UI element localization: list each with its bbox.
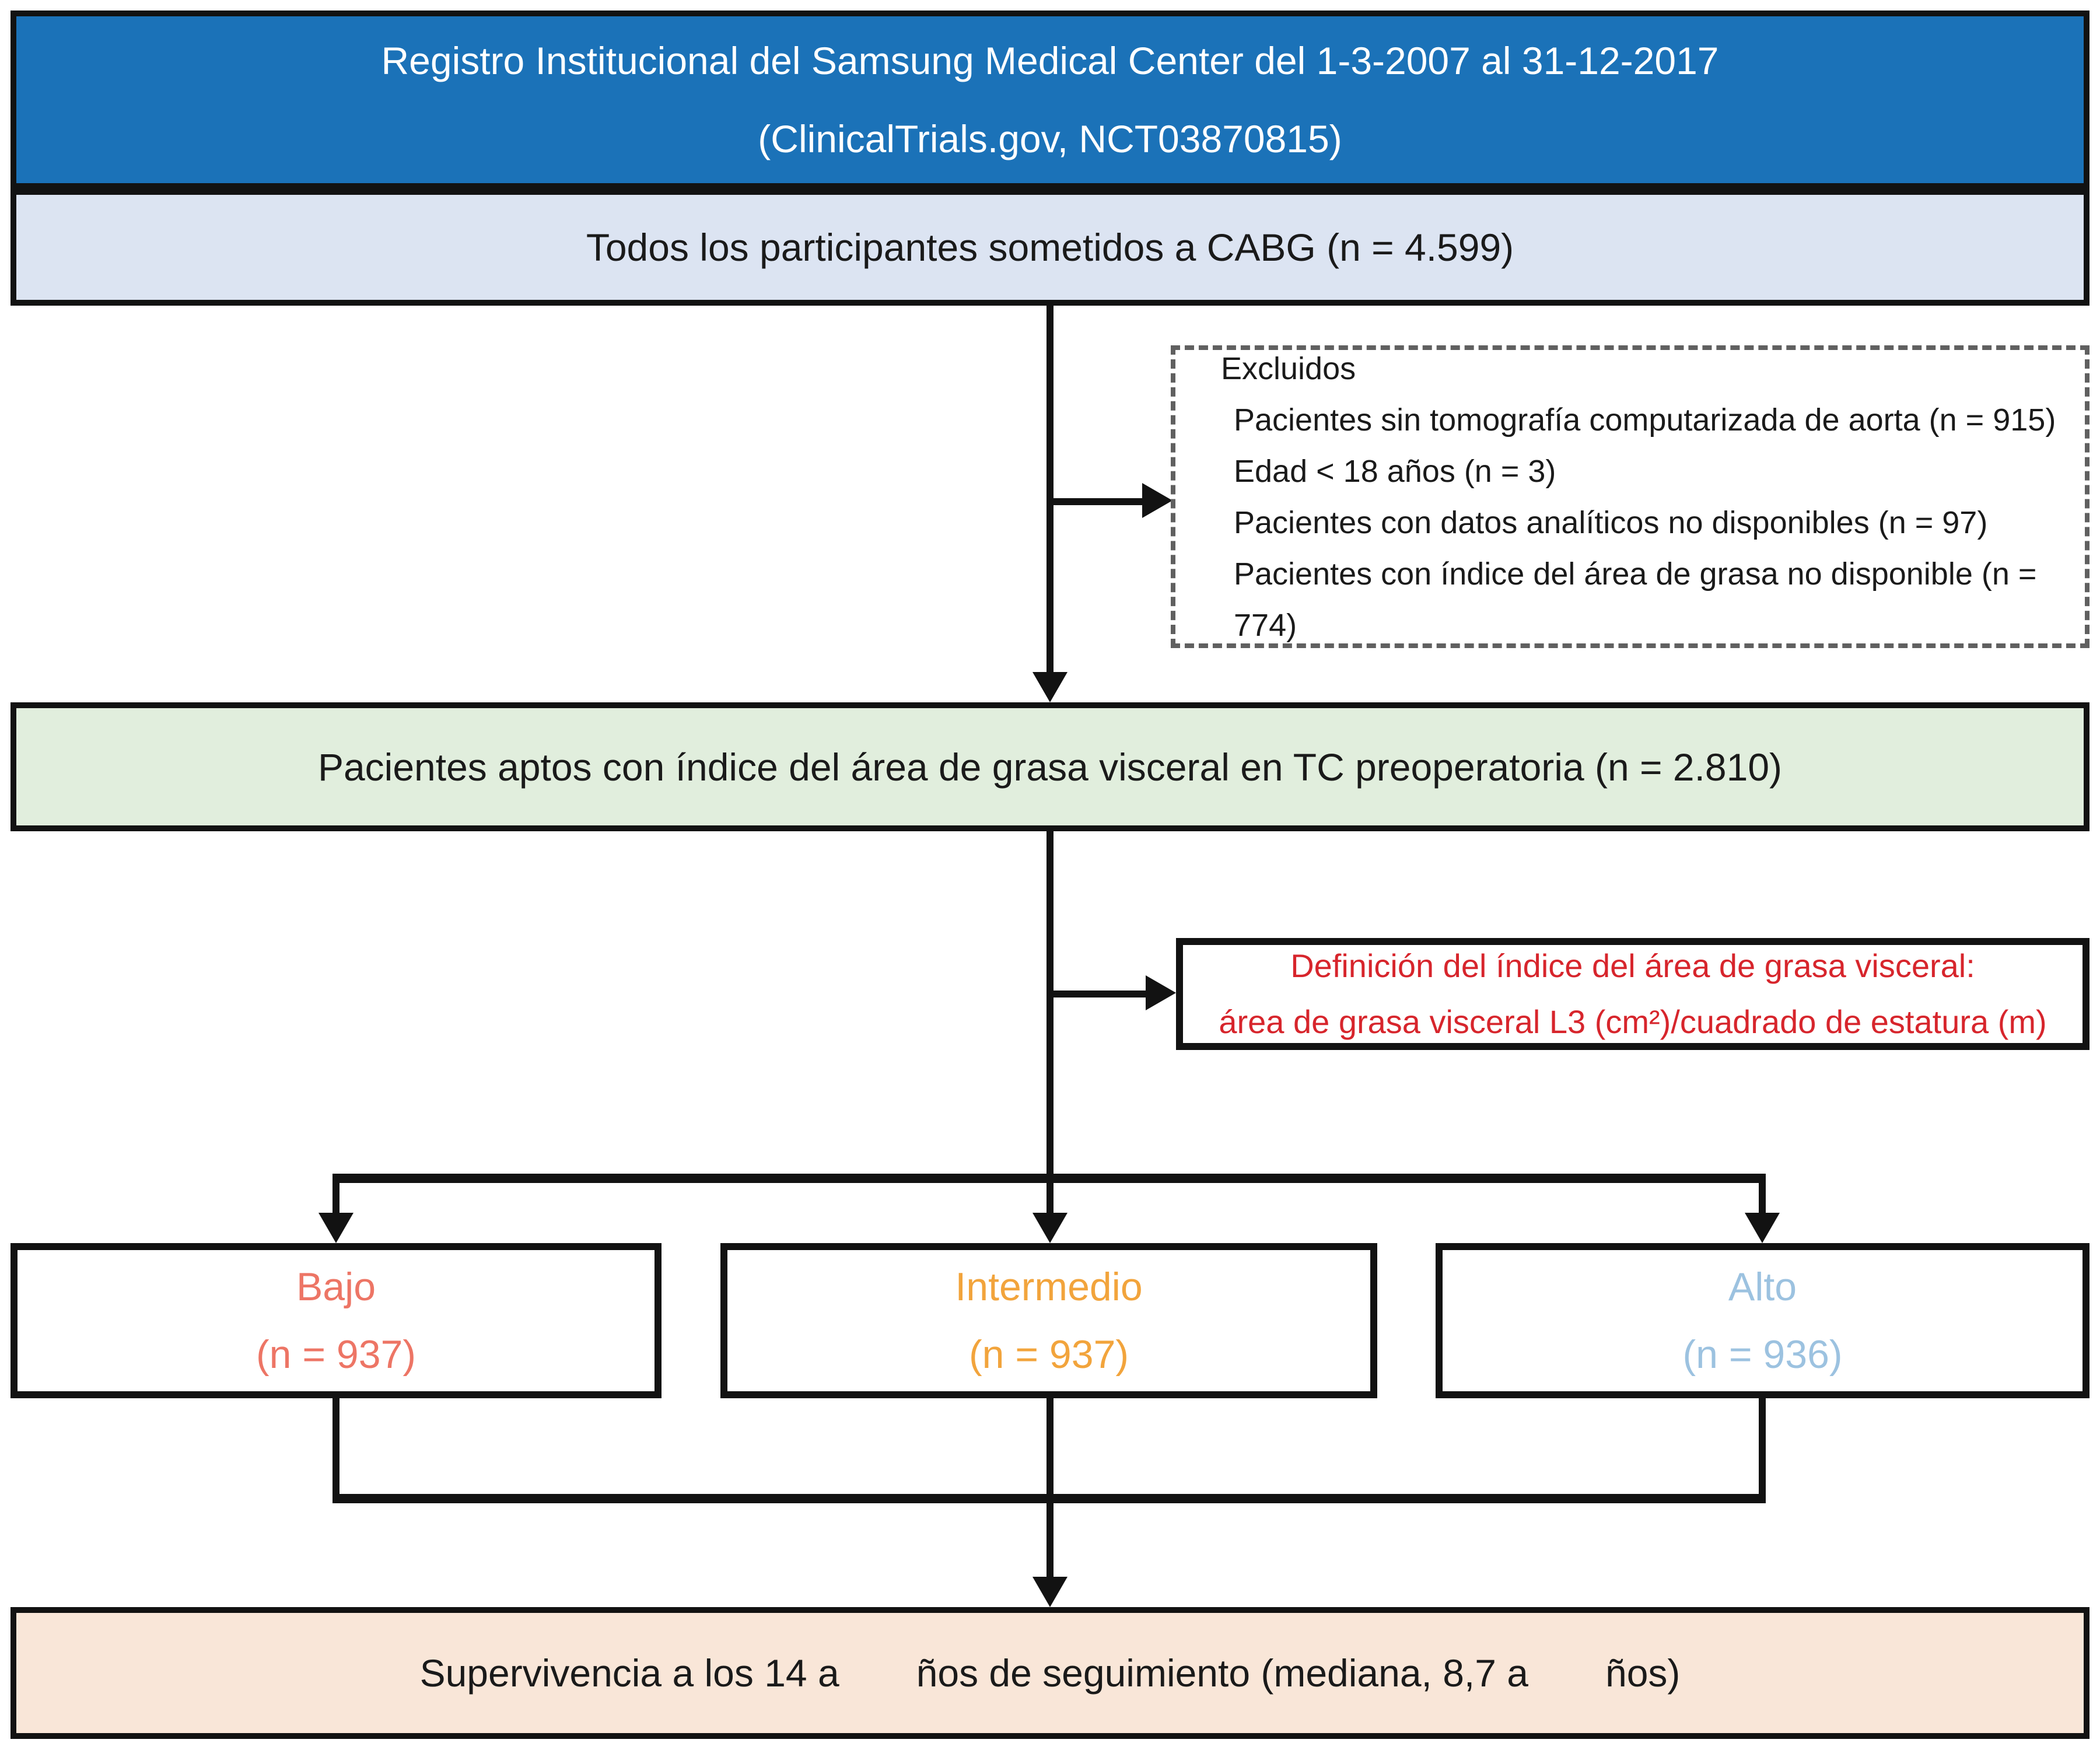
- arrowhead-bajo: [318, 1213, 354, 1243]
- definition-line1: Definición del índice del área de grasa …: [1290, 947, 1975, 984]
- definition-line2: área de grasa visceral L3 (cm²)/cuadrado…: [1219, 1003, 2047, 1040]
- all-participants-box: Todos los participantes sometidos a CABG…: [10, 189, 2090, 306]
- group-box-intermedio: Intermedio (n = 937): [720, 1243, 1377, 1398]
- group-bajo-n: (n = 937): [256, 1332, 416, 1377]
- registry-title-box: Registro Institucional del Samsung Medic…: [10, 10, 2090, 189]
- survival-text: Supervivencia a los 14 a ños de seguimie…: [419, 1651, 1681, 1695]
- flow-line-eligible-to-branch: [1046, 831, 1054, 1213]
- excluded-item: Pacientes con datos analíticos no dispon…: [1234, 505, 1988, 540]
- group-intermedio-n: (n = 937): [968, 1332, 1129, 1377]
- group-intermedio-label: Intermedio: [955, 1265, 1143, 1309]
- arrowhead-excluded: [1142, 483, 1172, 518]
- arrowhead-survival: [1032, 1577, 1068, 1607]
- flow-line-to-survival: [1046, 1398, 1054, 1577]
- excluded-item: Pacientes con índice del área de grasa n…: [1234, 556, 2037, 643]
- arrowhead-alto: [1745, 1213, 1780, 1243]
- excluded-title: Excluidos: [1221, 351, 1356, 386]
- all-participants-text: Todos los participantes sometidos a CABG…: [586, 226, 1514, 269]
- flow-line-to-excluded: [1054, 498, 1142, 505]
- merge-line-bajo: [332, 1398, 340, 1500]
- survival-box: Supervivencia a los 14 a ños de seguimie…: [10, 1607, 2090, 1739]
- definition-box: Definición del índice del área de grasa …: [1176, 938, 2090, 1050]
- eligible-patients-box: Pacientes aptos con índice del área de g…: [10, 702, 2090, 831]
- excluded-box: Excluidos Pacientes sin tomografía compu…: [1171, 345, 2090, 648]
- group-bajo-label: Bajo: [296, 1265, 376, 1309]
- arrowhead-intermedio: [1032, 1213, 1068, 1243]
- registry-title-line2: (ClinicalTrials.gov, NCT03870815): [758, 117, 1342, 160]
- eligible-patients-text: Pacientes aptos con índice del área de g…: [317, 745, 1783, 789]
- flow-line-to-bajo: [332, 1178, 340, 1214]
- group-box-bajo: Bajo (n = 937): [10, 1243, 662, 1398]
- flow-line-to-alto: [1759, 1178, 1766, 1214]
- group-alto-n: (n = 936): [1682, 1332, 1843, 1377]
- merge-line-alto: [1759, 1398, 1766, 1500]
- arrowhead-eligible: [1032, 672, 1068, 702]
- registry-title-line1: Registro Institucional del Samsung Medic…: [381, 39, 1719, 82]
- excluded-item: Pacientes sin tomografía computarizada d…: [1234, 402, 2056, 438]
- flow-line-to-definition: [1054, 991, 1146, 998]
- flow-line-cabg-to-eligible: [1046, 306, 1054, 674]
- arrowhead-definition: [1146, 975, 1176, 1010]
- excluded-item: Edad < 18 años (n = 3): [1234, 453, 1556, 489]
- group-alto-label: Alto: [1728, 1265, 1797, 1309]
- group-box-alto: Alto (n = 936): [1436, 1243, 2090, 1398]
- branch-line: [332, 1174, 1766, 1183]
